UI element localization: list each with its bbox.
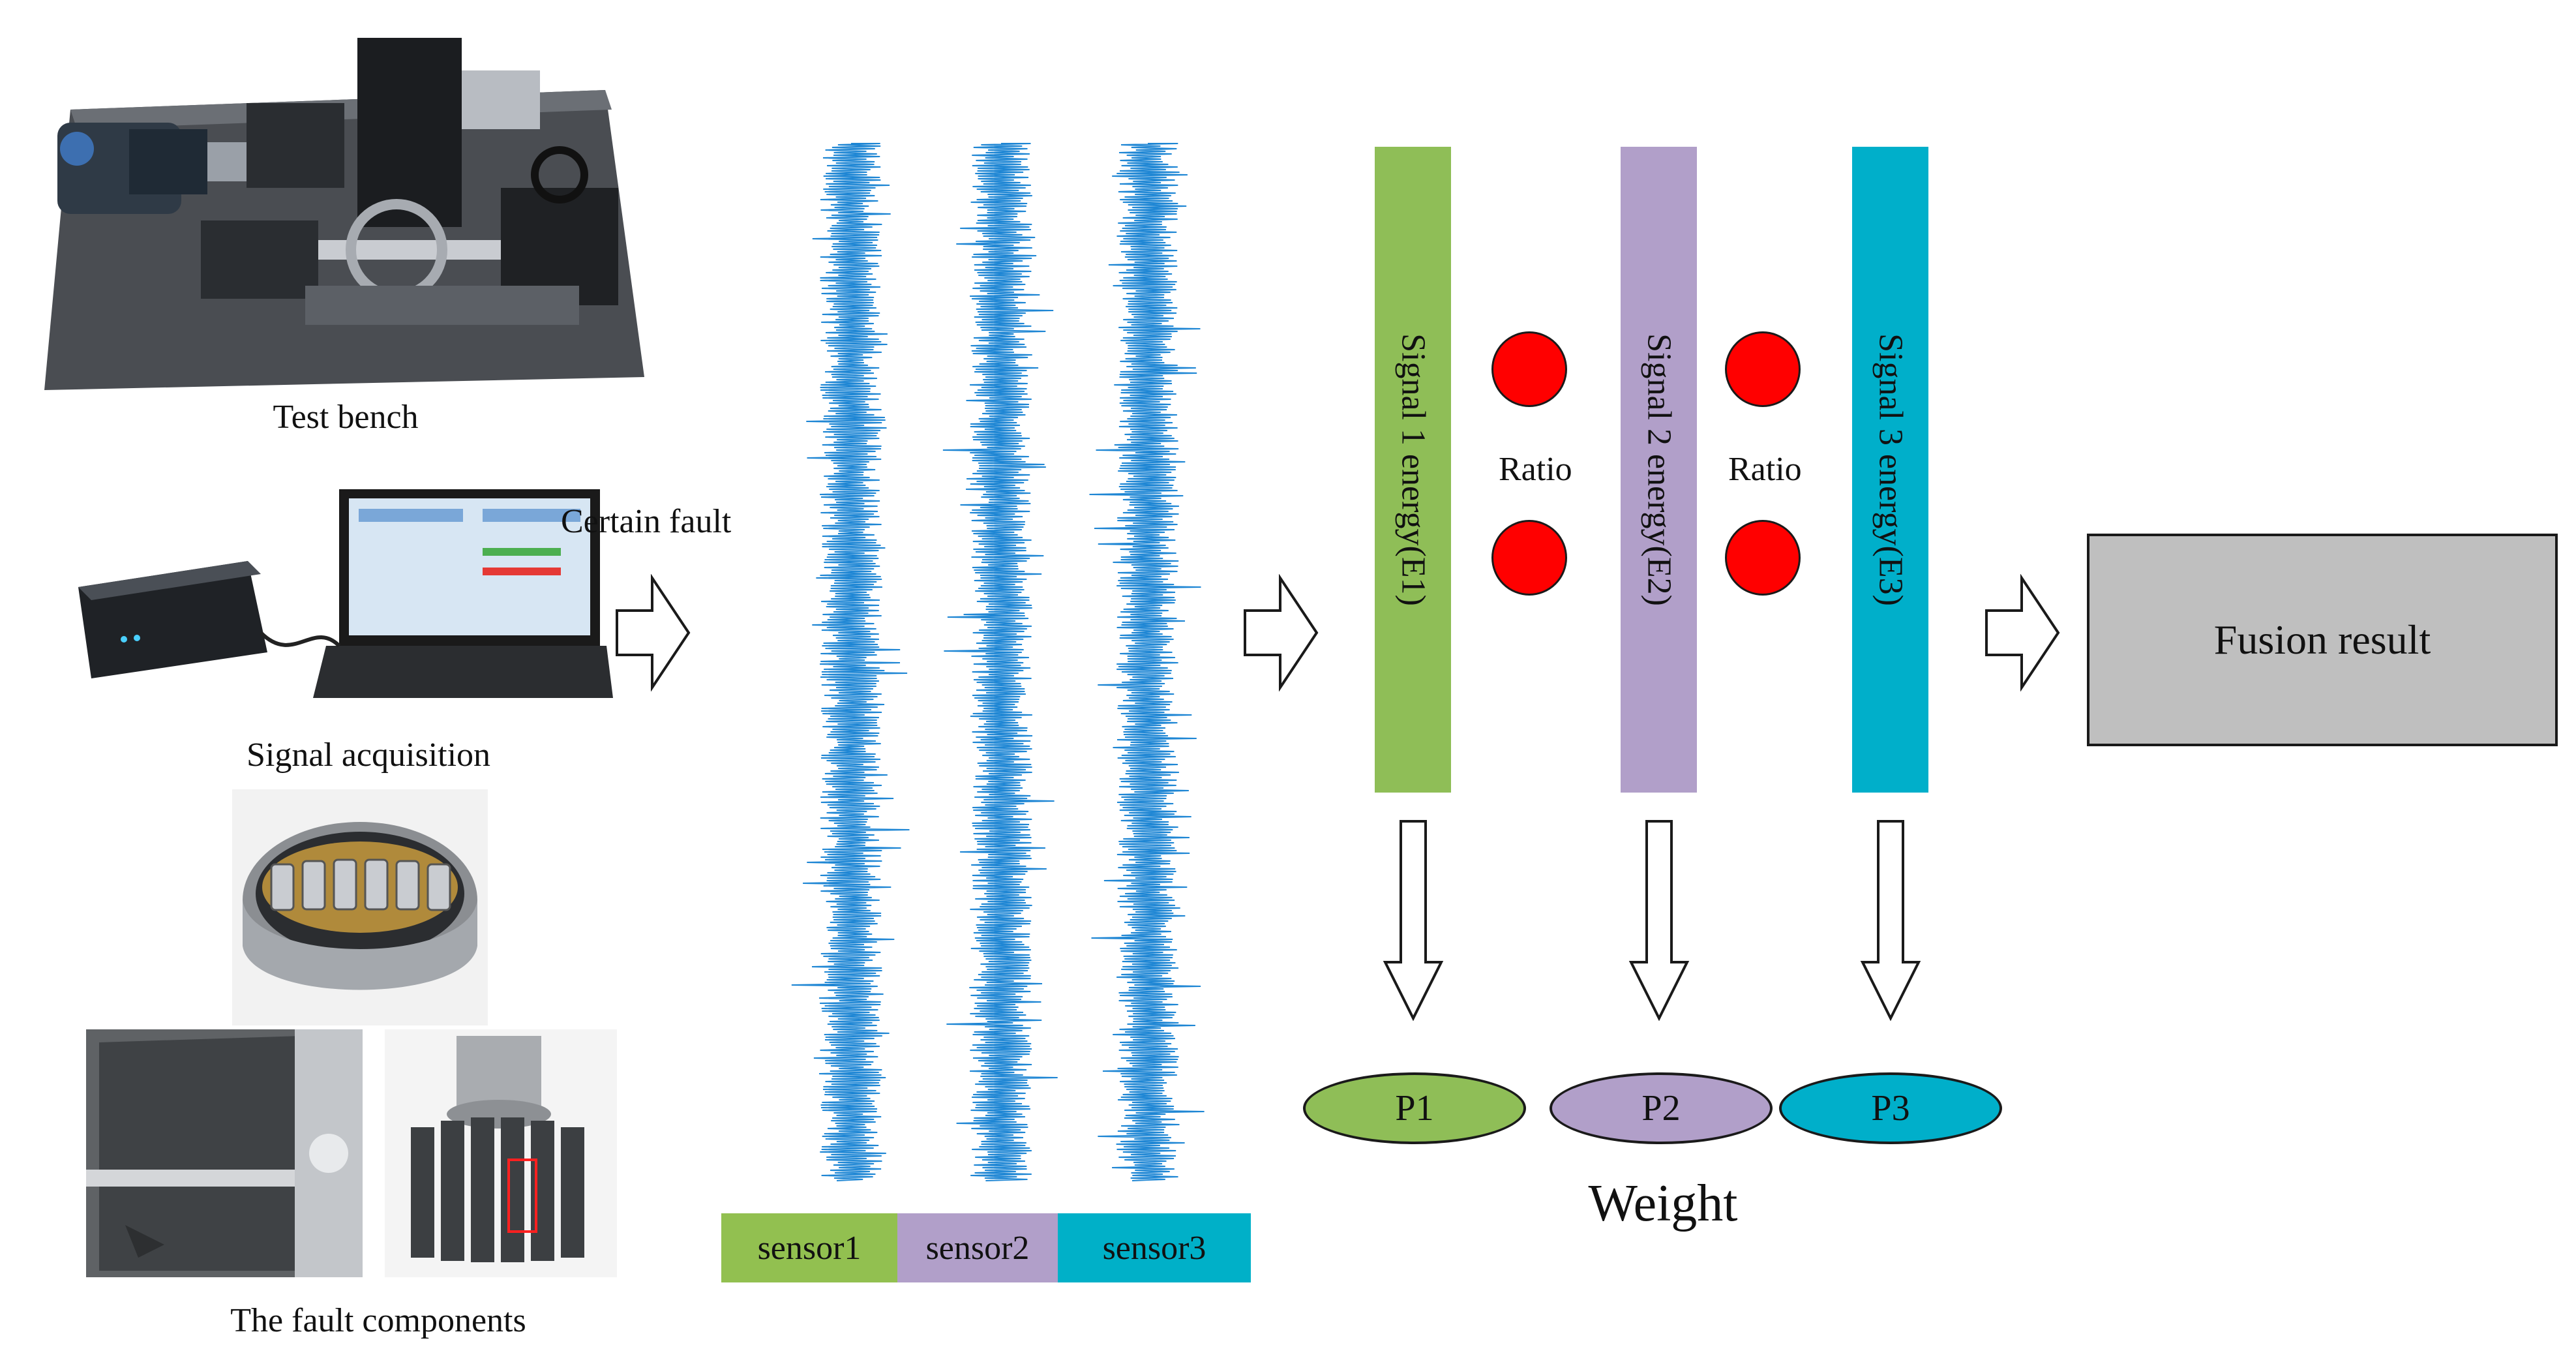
sensor3-waveform: [1089, 143, 1205, 1181]
sensor2-waveform: [942, 143, 1058, 1181]
signal3-energy-bar: Signal 3 energy(E3): [1852, 147, 1928, 793]
bearing-photo: [232, 789, 488, 1025]
gear-photo: [385, 1029, 617, 1277]
ratio-dot-bottom-2: [1725, 520, 1801, 596]
signal1-energy-bar: Signal 1 energy(E1): [1375, 147, 1451, 793]
signal-acquisition-photo: [65, 483, 613, 711]
ratio-dot-top-1: [1491, 331, 1567, 407]
weight-p2: P2: [1550, 1072, 1773, 1144]
ratio-label-2: Ratio: [1728, 451, 1802, 488]
sensor2-label: sensor2: [897, 1213, 1058, 1282]
ratio-label-1: Ratio: [1499, 451, 1572, 488]
sensor-waveforms: [791, 143, 1205, 1181]
right-arrow-icon: [1985, 574, 2060, 691]
fault-components-caption: The fault components: [230, 1302, 526, 1339]
sensor1-waveform: [791, 143, 910, 1181]
weight-p1: P1: [1303, 1072, 1526, 1144]
ratio-dot-top-2: [1725, 331, 1801, 407]
sensor1-label: sensor1: [721, 1213, 897, 1282]
ratio-dot-bottom-1: [1491, 520, 1567, 596]
down-arrow-icon: [1628, 820, 1690, 1021]
signal1-energy-label: Signal 1 energy(E1): [1394, 333, 1431, 606]
fusion-result-box: Fusion result: [2087, 534, 2558, 746]
housing-photo: [86, 1029, 363, 1277]
sensor3-label: sensor3: [1058, 1213, 1251, 1282]
signal2-energy-label: Signal 2 energy(E2): [1640, 333, 1677, 606]
test-bench-caption: Test bench: [273, 399, 419, 436]
certain-fault-label: Certain fault: [561, 503, 732, 540]
down-arrow-icon: [1860, 820, 1921, 1021]
signal-acquisition-caption: Signal acquisition: [246, 736, 491, 774]
right-arrow-icon: [1244, 574, 1319, 691]
down-arrow-icon: [1383, 820, 1444, 1021]
right-arrow-icon: [616, 574, 691, 691]
signal3-energy-label: Signal 3 energy(E3): [1872, 333, 1909, 606]
test-bench-photo: [31, 12, 650, 397]
weight-caption: Weight: [1588, 1175, 1738, 1232]
signal2-energy-bar: Signal 2 energy(E2): [1621, 147, 1697, 793]
weight-p3: P3: [1779, 1072, 2002, 1144]
